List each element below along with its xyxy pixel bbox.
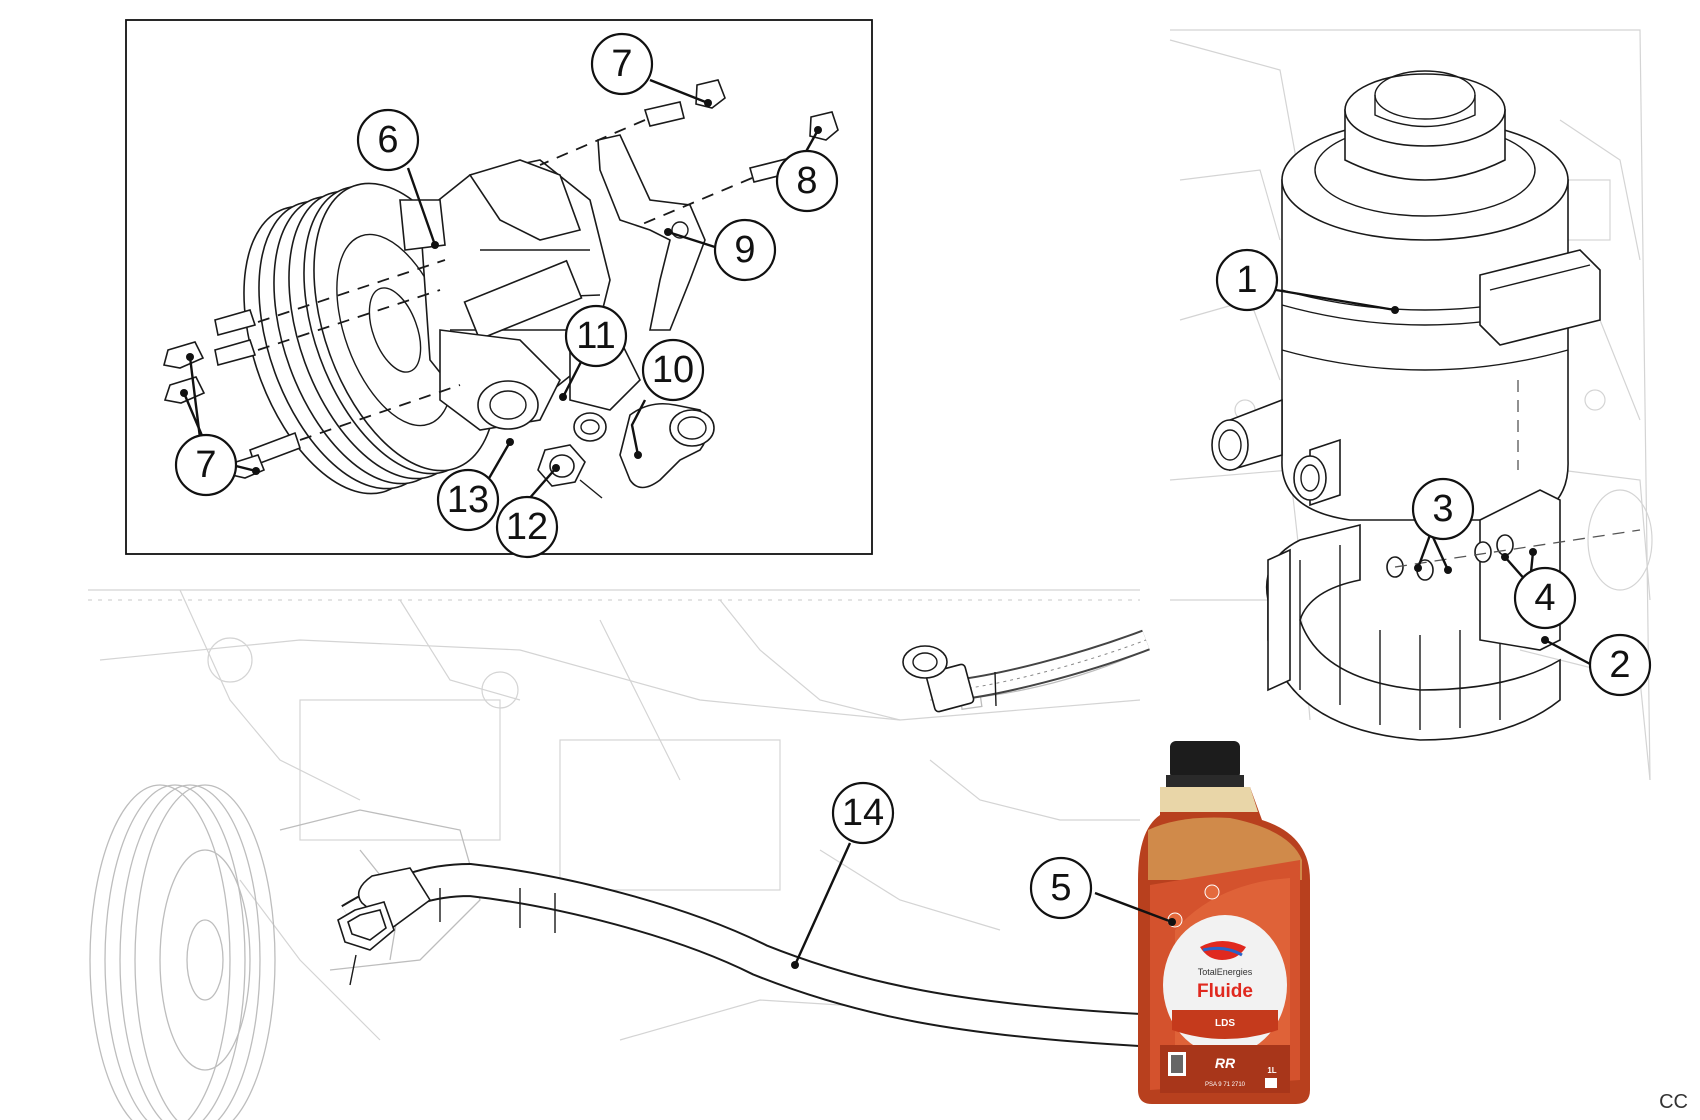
bottle-grade: LDS — [1215, 1018, 1235, 1029]
svg-text:7: 7 — [195, 444, 216, 486]
callout-14: 14 — [831, 781, 895, 845]
callout-5: 5 — [1029, 856, 1093, 920]
outlet-union-part — [619, 402, 715, 489]
return-hose — [902, 629, 1150, 713]
svg-text:12: 12 — [506, 506, 548, 548]
svg-text:4: 4 — [1534, 577, 1555, 619]
callout-7-top: 7 — [590, 32, 654, 96]
callout-6: 6 — [356, 108, 420, 172]
svg-text:8: 8 — [796, 160, 817, 202]
svg-text:9: 9 — [734, 229, 755, 271]
union-12-part — [537, 444, 603, 499]
callout-4: 4 — [1513, 566, 1577, 630]
rr-logo: RR — [1215, 1055, 1236, 1071]
steering-pump-assembly — [163, 79, 839, 499]
bottle-cap — [1170, 741, 1240, 779]
bottle-volume: 1L — [1267, 1066, 1276, 1075]
callout-2: 2 — [1588, 633, 1652, 697]
svg-text:11: 11 — [576, 315, 615, 357]
bracket-part — [597, 134, 706, 331]
svg-text:10: 10 — [652, 349, 694, 391]
bottle-reference: PSA 9 71 2710 — [1205, 1082, 1246, 1088]
callout-1: 1 — [1215, 248, 1279, 312]
bottle-brand: TotalEnergies — [1198, 967, 1253, 977]
callout-7-left: 7 — [174, 433, 238, 497]
pump-inset-frame — [125, 19, 873, 555]
svg-text:2: 2 — [1609, 644, 1630, 686]
callout-9: 9 — [713, 218, 777, 282]
leader-lines — [180, 78, 1593, 969]
svg-text:3: 3 — [1432, 488, 1453, 530]
callout-13: 13 — [436, 468, 500, 532]
svg-text:5: 5 — [1050, 867, 1071, 909]
svg-text:7: 7 — [611, 43, 632, 85]
svg-text:1: 1 — [1236, 259, 1257, 301]
svg-text:13: 13 — [447, 479, 489, 521]
callout-10: 10 — [641, 338, 705, 402]
svg-text:6: 6 — [377, 119, 398, 161]
callout-3: 3 — [1411, 477, 1475, 541]
engine-bay-background — [88, 589, 1147, 1120]
callout-12: 12 — [495, 495, 559, 559]
fluid-bottle-image: TotalEnergies Fluide LDS RR PSA 9 71 271… — [1138, 741, 1310, 1104]
callout-8: 8 — [775, 149, 839, 213]
seal-13-part — [477, 380, 539, 430]
callout-11: 11 — [564, 304, 628, 368]
svg-text:14: 14 — [842, 792, 884, 834]
bottle-product: Fluide — [1197, 981, 1253, 1002]
high-pressure-hose — [337, 862, 1141, 1047]
corner-code: CC — [1659, 1091, 1688, 1113]
